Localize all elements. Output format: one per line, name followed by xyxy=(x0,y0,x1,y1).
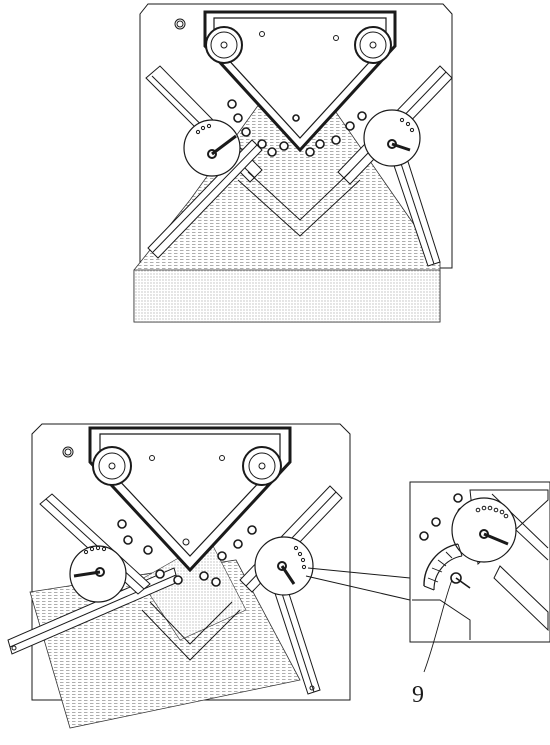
bottom-belt-frame xyxy=(88,426,292,573)
top-belt-frame xyxy=(203,10,397,153)
detail-disc xyxy=(451,497,517,563)
top-v-guide xyxy=(237,171,361,237)
top-disc-right xyxy=(363,109,421,167)
top-bolts xyxy=(227,99,367,157)
bottom-disc-right xyxy=(254,536,314,596)
top-disc-left xyxy=(183,119,241,177)
bottom-view xyxy=(7,423,411,729)
detail-leader-bottom xyxy=(305,575,411,601)
callout-leader-line xyxy=(423,579,453,673)
top-pulley-left xyxy=(205,26,243,64)
top-pulley-right xyxy=(354,26,392,64)
detail-view: 9 xyxy=(409,481,550,708)
callout-label: 9 xyxy=(412,682,424,708)
bottom-pulley-right xyxy=(242,446,282,486)
detail-leader-top xyxy=(307,567,411,579)
top-view xyxy=(133,3,453,323)
bottom-disc-left xyxy=(69,545,127,603)
bottom-v-guide xyxy=(141,601,241,661)
bottom-bolts xyxy=(117,519,257,587)
detail-angle-scale xyxy=(423,543,471,591)
bottom-pulley-left xyxy=(92,446,132,486)
top-workpiece-base xyxy=(133,269,441,323)
